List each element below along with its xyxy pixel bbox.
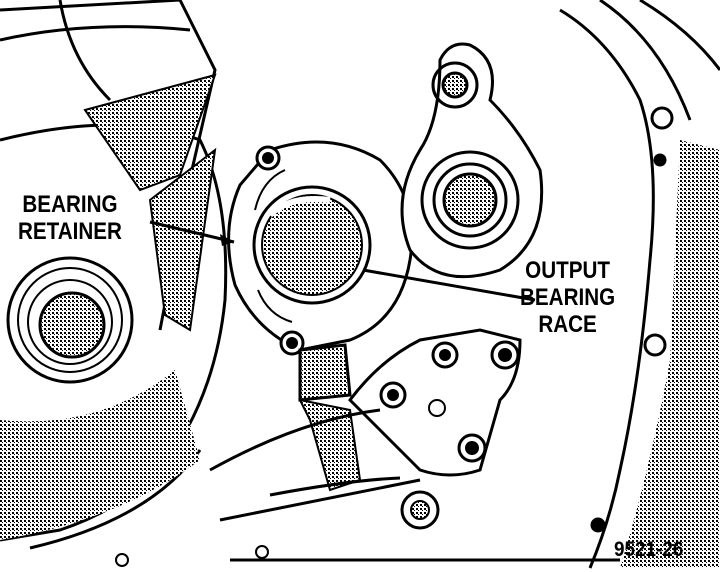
housing-lower-shade <box>0 370 200 540</box>
bottom-bolt <box>115 553 129 567</box>
bearing-retainer-label-line1: BEARING <box>22 191 118 218</box>
left-shaft-bore <box>6 256 134 384</box>
bearing-retainer-label-line2: RETAINER <box>18 218 122 245</box>
leader-bearing-retainer <box>149 220 235 244</box>
bottom-bolt <box>255 545 269 559</box>
right-bore <box>400 42 544 279</box>
lever-arm <box>298 343 352 402</box>
housing-shaded-face <box>83 73 217 192</box>
bearing-retainer-label: BEARING RETAINER <box>18 191 122 245</box>
figure-number: 9521-26 <box>614 538 684 561</box>
lever-link <box>298 398 362 492</box>
leader-output-bearing-race <box>362 268 536 302</box>
output-bearing-race-label-line1: OUTPUT <box>525 257 611 284</box>
output-bearing-race-label: OUTPUT BEARING RACE <box>520 257 615 338</box>
pan-rail <box>209 408 620 562</box>
output-bearing-race-label-line3: RACE <box>538 311 597 338</box>
lower-bracket <box>348 328 522 530</box>
housing-shaded-rib <box>148 147 217 332</box>
output-bearing-race-label-line2: BEARING <box>520 284 616 311</box>
flange-shade <box>620 140 720 568</box>
output-bearing-race <box>252 185 372 305</box>
